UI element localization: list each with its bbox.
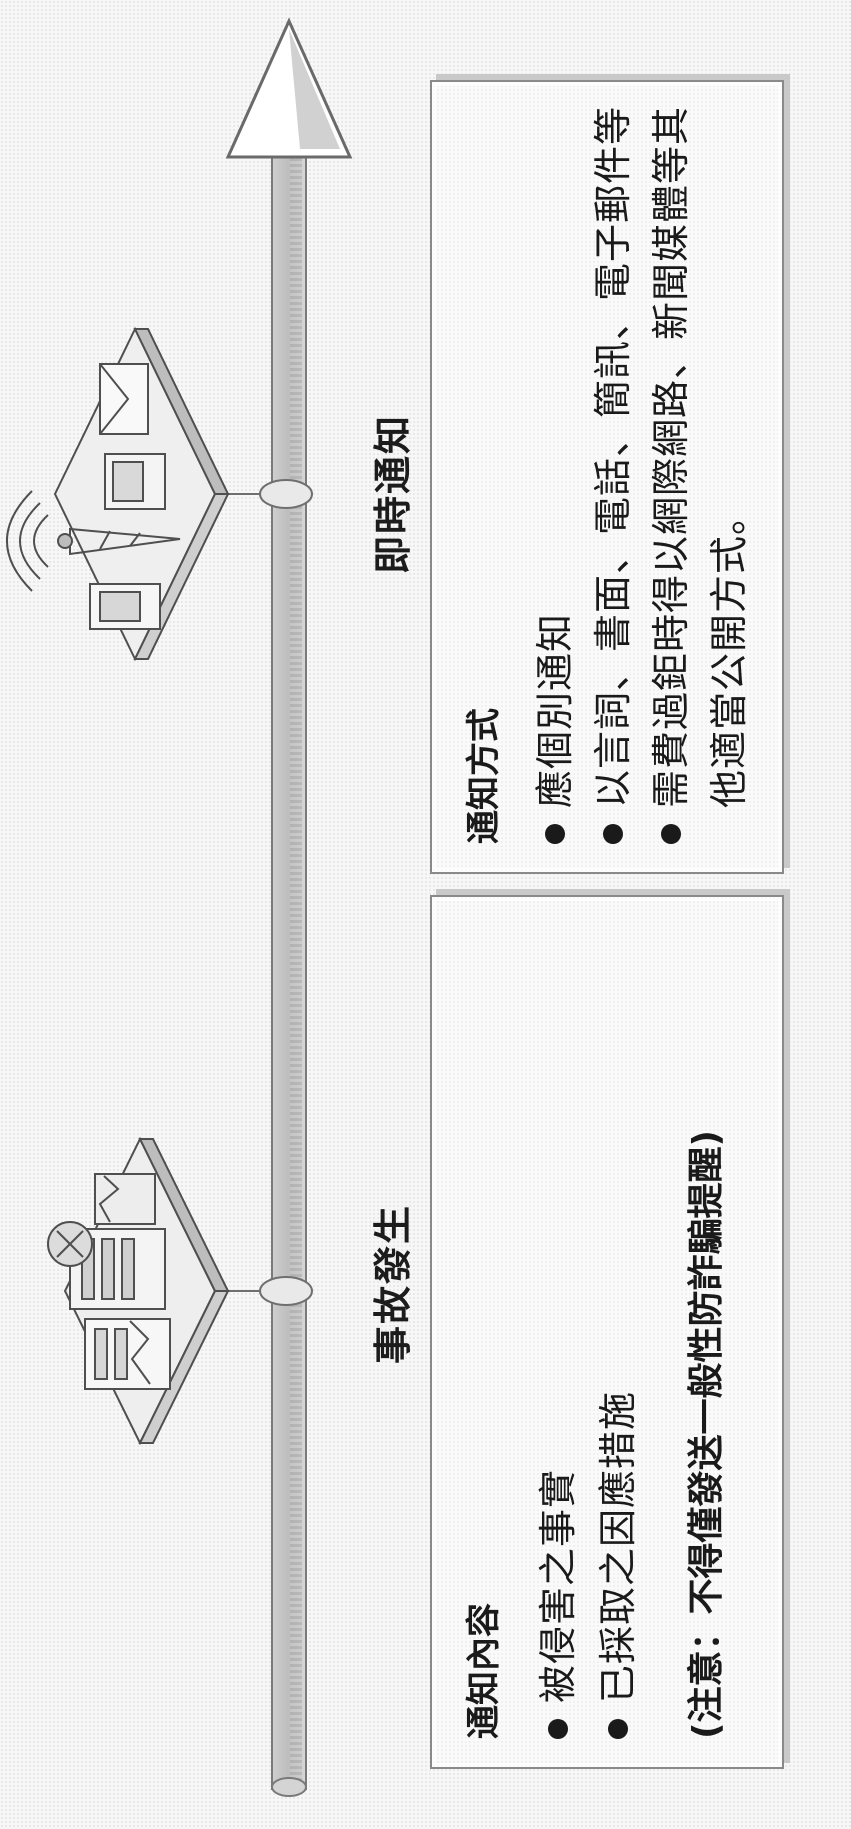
content-note: (注意：不得僅發送一般性防詐騙提醒)	[686, 1130, 727, 1739]
method-item-2: 以言詞、書面、電話、簡訊、電子郵件等	[582, 106, 637, 844]
timeline-arrow	[225, 17, 353, 1797]
event-marker-incident	[215, 1276, 313, 1306]
timeline-label-incident: 事故發生	[371, 1203, 415, 1364]
broken-server-icon	[47, 1136, 230, 1446]
broadcast-devices-icon	[6, 326, 230, 662]
content-panel-title: 通知內容	[464, 1603, 504, 1739]
bullet-icon	[602, 824, 623, 844]
content-item-1: 被侵害之事實	[527, 1469, 582, 1739]
event-marker-notify	[215, 479, 313, 509]
timeline-label-notify: 即時通知	[371, 413, 415, 574]
notification-content-panel: 通知內容 被侵害之事實 已採取之因應措施 (注意：不得僅發送一般性防詐騙提醒)	[430, 895, 784, 1769]
method-item-4: 他適當公開方式。	[707, 495, 751, 808]
method-item-3: 需費過鉅時得以網際網路、新聞媒體等其	[640, 106, 695, 844]
method-item-1: 應個別通知	[524, 613, 579, 844]
bullet-icon	[547, 1719, 568, 1739]
method-panel-title: 通知方式	[464, 708, 504, 844]
bullet-icon	[607, 1719, 628, 1739]
bullet-icon	[544, 824, 565, 844]
content-item-2: 已採取之因應措施	[587, 1391, 642, 1739]
bullet-icon	[660, 824, 681, 844]
notification-method-panel: 通知方式 應個別通知 以言詞、書面、電話、簡訊、電子郵件等 需費過鉅時得以網際網…	[430, 80, 784, 874]
